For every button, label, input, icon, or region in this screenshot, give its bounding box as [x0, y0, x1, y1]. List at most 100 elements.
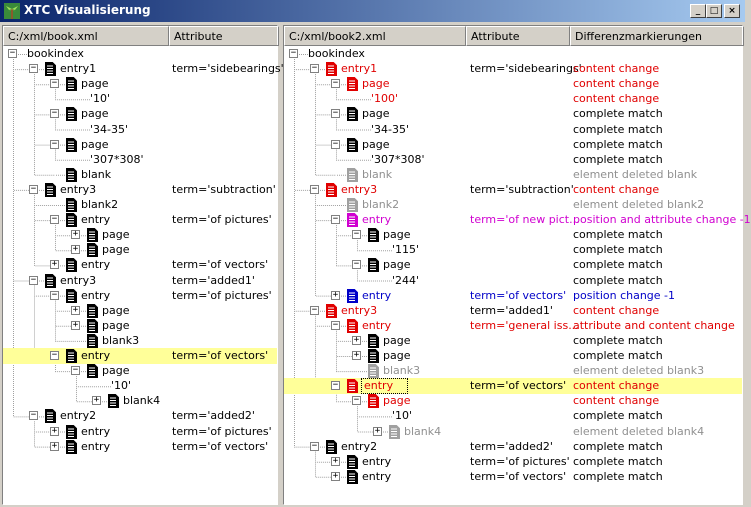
- tree-row[interactable]: '34-35'complete match: [284, 122, 742, 138]
- tree-row[interactable]: '10': [3, 378, 277, 394]
- node-label[interactable]: page: [383, 394, 411, 408]
- collapse-toggle-icon[interactable]: −: [29, 183, 38, 194]
- node-label[interactable]: blank2: [362, 198, 400, 211]
- collapse-toggle-icon[interactable]: −: [331, 78, 340, 89]
- tree-row[interactable]: '307*308': [3, 152, 277, 168]
- node-label[interactable]: entry3: [341, 182, 378, 196]
- tree-row[interactable]: '115'complete match: [284, 242, 742, 258]
- node-label[interactable]: page: [383, 333, 411, 347]
- node-label[interactable]: entry3: [341, 303, 378, 317]
- node-label[interactable]: entry1: [60, 62, 97, 76]
- node-label[interactable]: entry2: [60, 409, 97, 423]
- expand-toggle-icon[interactable]: +: [373, 425, 382, 436]
- tree-row[interactable]: '10'complete match: [284, 408, 742, 424]
- node-label[interactable]: '10': [111, 379, 132, 393]
- node-label[interactable]: entry: [362, 454, 392, 468]
- node-label[interactable]: entry: [81, 349, 111, 362]
- collapse-toggle-icon[interactable]: −: [310, 183, 319, 194]
- node-label[interactable]: blank4: [123, 394, 161, 408]
- collapse-toggle-icon[interactable]: −: [50, 108, 59, 119]
- expand-toggle-icon[interactable]: +: [71, 319, 80, 330]
- expand-toggle-icon[interactable]: +: [71, 244, 80, 255]
- node-label[interactable]: entry: [362, 469, 392, 483]
- tree-row[interactable]: +page: [3, 303, 277, 319]
- collapse-toggle-icon[interactable]: −: [331, 138, 340, 149]
- collapse-toggle-icon[interactable]: −: [8, 48, 17, 58]
- collapse-toggle-icon[interactable]: −: [331, 380, 340, 391]
- node-label[interactable]: page: [362, 107, 390, 121]
- node-label[interactable]: blank4: [404, 424, 442, 438]
- collapse-toggle-icon[interactable]: −: [352, 229, 361, 240]
- node-label[interactable]: entry: [81, 424, 111, 438]
- node-label[interactable]: blank: [81, 167, 112, 181]
- tree-row[interactable]: blank: [3, 167, 277, 183]
- left-header-file[interactable]: C:/xml/book.xml: [3, 26, 169, 46]
- collapse-toggle-icon[interactable]: −: [71, 365, 80, 376]
- tree-row[interactable]: −bookindex: [284, 46, 742, 62]
- right-header-attribute[interactable]: Attribute: [466, 26, 570, 46]
- node-label[interactable]: entry: [362, 288, 392, 302]
- node-label[interactable]: page: [383, 258, 411, 272]
- close-button[interactable]: ×: [724, 4, 740, 18]
- node-label[interactable]: page: [81, 137, 109, 151]
- left-tree-panel[interactable]: C:/xml/book.xml Attribute −bookindex−ent…: [2, 25, 284, 505]
- node-label[interactable]: entry: [362, 213, 392, 227]
- expand-toggle-icon[interactable]: +: [71, 304, 80, 315]
- collapse-toggle-icon[interactable]: −: [310, 440, 319, 451]
- node-label[interactable]: entry: [81, 439, 111, 453]
- tree-row[interactable]: '34-35': [3, 122, 277, 138]
- node-label[interactable]: entry: [81, 213, 111, 227]
- tree-row[interactable]: − page: [3, 106, 277, 122]
- node-label[interactable]: blank: [362, 167, 393, 181]
- node-label[interactable]: page: [102, 364, 130, 378]
- expand-toggle-icon[interactable]: +: [71, 229, 80, 240]
- collapse-toggle-icon[interactable]: −: [50, 214, 59, 225]
- node-label[interactable]: '34-35': [371, 122, 410, 136]
- node-label[interactable]: blank2: [81, 198, 119, 211]
- node-label[interactable]: page: [81, 77, 109, 91]
- node-label[interactable]: page: [383, 228, 411, 242]
- node-label[interactable]: page: [81, 107, 109, 121]
- collapse-toggle-icon[interactable]: −: [50, 289, 59, 300]
- maximize-button[interactable]: □: [706, 4, 722, 18]
- node-label[interactable]: page: [383, 349, 411, 362]
- expand-toggle-icon[interactable]: +: [352, 334, 361, 345]
- tree-row[interactable]: −bookindex: [3, 46, 277, 62]
- expand-toggle-icon[interactable]: +: [331, 455, 340, 466]
- node-label[interactable]: '307*308': [90, 152, 144, 166]
- node-label[interactable]: entry: [81, 258, 111, 272]
- collapse-toggle-icon[interactable]: −: [50, 78, 59, 89]
- tree-row[interactable]: '10': [3, 91, 277, 107]
- node-label[interactable]: entry3: [60, 182, 97, 196]
- node-label[interactable]: page: [102, 243, 130, 257]
- tree-row[interactable]: −page: [3, 137, 277, 153]
- expand-toggle-icon[interactable]: +: [331, 470, 340, 481]
- node-label[interactable]: '244': [392, 273, 420, 287]
- collapse-toggle-icon[interactable]: −: [29, 274, 38, 285]
- node-label[interactable]: blank3: [383, 364, 421, 378]
- node-label[interactable]: entry3: [60, 273, 97, 287]
- tree-row[interactable]: '100'content change: [284, 91, 742, 107]
- node-label[interactable]: entry2: [341, 439, 378, 453]
- expand-toggle-icon[interactable]: +: [331, 289, 340, 300]
